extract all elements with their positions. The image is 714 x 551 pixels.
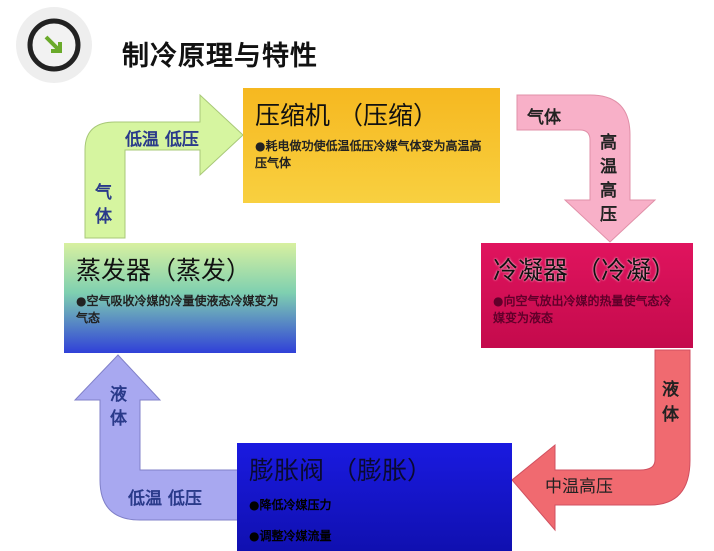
expansion-title: 膨胀阀 （膨胀） xyxy=(249,456,432,485)
compressor-title: 压缩机 （压缩） xyxy=(255,101,438,130)
expansion-valve-box: 膨胀阀 （膨胀） ●降低冷媒压力 ●调整冷媒流量 xyxy=(237,443,512,551)
evaporator-desc: ●空气吸收冷媒的冷量使液态冷媒变为气态 xyxy=(76,294,279,325)
br-label-3: 中温高压 xyxy=(545,477,613,497)
compressor-desc: ●耗电做功使低温低压冷媒气体变为高温高压气体 xyxy=(255,139,482,170)
tr-label-3: 温 xyxy=(600,157,617,177)
page-title: 制冷原理与特性 xyxy=(122,41,318,72)
bl-label-2: 体 xyxy=(110,409,127,429)
arrow-logo-icon xyxy=(44,35,62,53)
tr-label-2: 高 xyxy=(600,133,617,153)
evaporator-box: 蒸发器（蒸发） ●空气吸收冷媒的冷量使液态冷媒变为气态 xyxy=(64,243,296,353)
tr-label-1: 气体 xyxy=(527,108,561,128)
expansion-desc-2: ●调整冷媒流量 xyxy=(249,529,332,543)
compressor-box: 压缩机 （压缩） ●耗电做功使低温低压冷媒气体变为高温高压气体 xyxy=(243,88,500,203)
condenser-box: 冷凝器 （冷凝） ●向空气放出冷媒的热量使气态冷媒变为液态 xyxy=(481,243,693,348)
tr-label-4: 高 xyxy=(600,181,617,201)
tl-label-2: 气 xyxy=(95,183,112,203)
condenser-title: 冷凝器 （冷凝） xyxy=(493,256,676,285)
expansion-desc-1: ●降低冷媒压力 xyxy=(249,498,332,512)
evaporator-title: 蒸发器（蒸发） xyxy=(76,256,252,285)
arrow-top-right xyxy=(516,94,657,243)
tl-label-1: 低温 低压 xyxy=(125,130,199,150)
tl-label-3: 体 xyxy=(95,207,112,227)
br-label-1: 液 xyxy=(662,380,679,400)
tr-label-5: 压 xyxy=(600,205,617,225)
arrow-bottom-right xyxy=(511,349,691,532)
bl-label-3: 低温 低压 xyxy=(128,489,202,509)
arrow-top-left xyxy=(84,93,244,239)
bl-label-1: 液 xyxy=(110,385,127,405)
br-label-2: 体 xyxy=(662,405,679,425)
condenser-desc: ●向空气放出冷媒的热量使气态冷媒变为液态 xyxy=(493,294,672,325)
